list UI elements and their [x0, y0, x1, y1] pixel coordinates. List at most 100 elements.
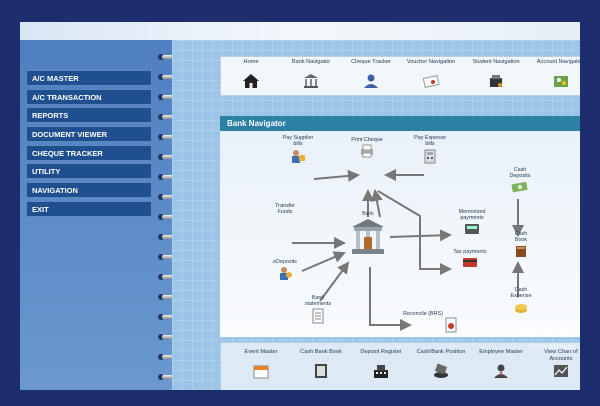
node-cash-book[interactable]: Cash Book	[510, 231, 532, 263]
node-memorized-payments[interactable]: Memorized payments	[452, 209, 492, 241]
spiral-ring	[158, 174, 182, 180]
spiral-ring	[158, 334, 182, 340]
header-strip	[20, 22, 580, 40]
menu-item-navigation[interactable]: NAVIGATION	[26, 182, 152, 199]
employee-icon	[494, 364, 508, 378]
node-transfer-funds-label: Transfer Funds	[275, 203, 295, 216]
bank-icon	[304, 74, 318, 88]
node-transfer-funds[interactable]: Transfer Funds	[270, 203, 300, 216]
nav-employee-master[interactable]: Employee Master	[473, 349, 529, 379]
notebook-spine	[158, 40, 188, 390]
node-reconcile[interactable]: Reconcile (BRS)	[403, 311, 470, 338]
node-cash-book-label: Cash Book	[514, 231, 528, 244]
menu-item-document-viewer[interactable]: DOCUMENT VIEWER	[26, 126, 152, 143]
spiral-ring	[158, 314, 182, 320]
node-pay-supplier-bills[interactable]: Pay Supplier bills	[278, 135, 318, 169]
nav-student-navigation-label: Student Navigation	[472, 59, 520, 65]
calculator-icon	[424, 149, 436, 164]
diagram-connectors	[292, 169, 524, 331]
nav-bank-navigator[interactable]: Bank Navigator	[281, 59, 341, 89]
node-tax-payments[interactable]: Tax payments	[452, 249, 488, 274]
sidebar: A/C MASTER A/C TRANSACTION REPORTS DOCUM…	[20, 40, 172, 390]
menu-item-utility[interactable]: UTILITY	[26, 163, 152, 180]
app-window: A/C MASTER A/C TRANSACTION REPORTS DOCUM…	[20, 22, 580, 390]
node-pay-expense-bills[interactable]: Pay Expense bills	[410, 135, 450, 169]
node-bank-label: Bank	[362, 211, 374, 217]
calendar-icon	[253, 365, 269, 379]
spiral-ring	[158, 374, 182, 380]
card-machine-icon	[465, 223, 479, 234]
nav-cash-bank-position[interactable]: Cash/Bank Position	[413, 349, 469, 379]
nav-cash-bank-book-label: Cash Bank Book	[300, 349, 342, 355]
nav-deposit-register[interactable]: Deposit Register	[353, 349, 409, 379]
account-icon	[554, 76, 568, 87]
nav-deposit-register-label: Deposit Register	[360, 349, 402, 355]
nav-home-label: Home	[243, 59, 259, 65]
bank-navigator-diagram: Pay Supplier bills Print Cheque Pay Expe…	[220, 131, 580, 337]
menu-item-ac-master[interactable]: A/C MASTER	[26, 70, 152, 86]
nav-employee-master-label: Employee Master	[479, 349, 523, 355]
nav-cash-bank-book[interactable]: Cash Bank Book	[293, 349, 349, 379]
spiral-ring	[158, 134, 182, 140]
activate-watermark: Activate Wi	[520, 328, 571, 339]
spiral-ring	[158, 294, 182, 300]
chart-icon	[554, 365, 568, 377]
menu-item-cheque-tracker[interactable]: CHEQUE TRACKER	[26, 144, 152, 161]
node-bank-statements[interactable]: Bank statements	[300, 295, 336, 329]
spiral-ring	[158, 254, 182, 260]
nav-cheque-tracker-label: Cheque Tracker	[351, 59, 391, 65]
node-print-cheque[interactable]: Print Cheque	[350, 137, 384, 164]
node-tax-payments-label: Tax payments	[453, 249, 487, 255]
node-pay-supplier-bills-label: Pay Supplier bills	[282, 135, 314, 148]
node-bank[interactable]: Bank	[346, 211, 390, 262]
top-navigation: Home Bank Navigator Cheque Tracker Vouch…	[220, 56, 580, 96]
tax-card-icon	[463, 258, 477, 268]
menu-item-ac-transaction[interactable]: A/C TRANSACTION	[26, 88, 152, 105]
bank-building-icon	[352, 219, 384, 255]
register-icon	[374, 365, 388, 378]
menu-item-reports[interactable]: REPORTS	[26, 107, 152, 124]
nav-bank-navigator-label: Bank Navigator	[291, 59, 331, 65]
nav-view-chart-of-accounts-label: View Chart of Accounts	[544, 349, 578, 362]
nav-home[interactable]: Home	[221, 59, 281, 89]
spiral-ring	[158, 74, 182, 80]
node-cash-deposits-label: Cash Deposits	[509, 167, 531, 180]
printer-icon	[361, 144, 373, 158]
student-icon	[490, 75, 502, 87]
spiral-ring	[158, 114, 182, 120]
node-edeposits[interactable]: eDeposits	[270, 259, 300, 286]
nav-voucher-navigation-label: Voucher Navigation	[406, 59, 456, 65]
node-edeposits-label: eDeposits	[273, 259, 297, 265]
node-cash-deposits[interactable]: Cash Deposits	[504, 167, 536, 199]
nav-event-master[interactable]: Event Master	[233, 349, 289, 379]
voucher-icon	[422, 75, 440, 88]
position-icon	[434, 363, 448, 378]
nav-voucher-navigation[interactable]: Voucher Navigation	[401, 59, 461, 89]
spiral-ring	[158, 154, 182, 160]
node-print-cheque-label: Print Cheque	[351, 137, 383, 143]
nav-view-chart-of-accounts[interactable]: View Chart of Accounts	[533, 349, 580, 379]
page-title: Bank Navigator	[220, 116, 580, 131]
book-icon	[315, 364, 327, 378]
supplier-icon	[292, 149, 305, 163]
nav-account-navigation-label: Account Navigation	[536, 59, 580, 65]
spiral-ring	[158, 54, 182, 60]
main-menu: A/C MASTER A/C TRANSACTION REPORTS DOCUM…	[26, 70, 152, 220]
menu-item-exit[interactable]: EXIT	[26, 200, 152, 217]
spiral-ring	[158, 274, 182, 280]
cash-icon	[511, 181, 528, 192]
nav-student-navigation[interactable]: Student Navigation	[466, 59, 526, 89]
home-icon	[243, 74, 259, 88]
node-pay-expense-bills-label: Pay Expense bills	[414, 135, 446, 148]
nav-cheque-tracker[interactable]: Cheque Tracker	[341, 59, 401, 89]
reconcile-icon	[445, 317, 457, 333]
node-cash-expense[interactable]: Cash Expense	[506, 287, 536, 319]
nav-event-master-label: Event Master	[244, 349, 278, 355]
spiral-ring	[158, 214, 182, 220]
notebook-page: Home Bank Navigator Cheque Tracker Vouch…	[172, 40, 580, 390]
node-cash-expense-label: Cash Expense	[510, 287, 532, 300]
node-reconcile-label: Reconcile (BRS)	[403, 311, 443, 317]
cash-book-icon	[516, 245, 526, 257]
node-memorized-payments-label: Memorized payments	[458, 209, 486, 222]
nav-account-navigation[interactable]: Account Navigation	[531, 59, 580, 89]
